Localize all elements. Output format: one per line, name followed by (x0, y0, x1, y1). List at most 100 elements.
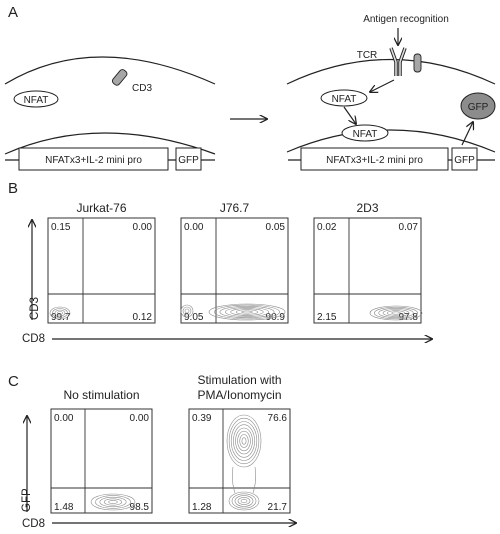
contour-ring (99, 496, 127, 508)
bridge-contour (232, 466, 256, 494)
plot-frame (47, 217, 156, 324)
contour-ring (54, 309, 66, 317)
quadrant-upper-right: 0.00 (130, 413, 150, 424)
plot-title-line1: Stimulation with (197, 373, 281, 387)
contour-ring (241, 310, 253, 314)
quadrant-upper-right: 0.07 (399, 222, 419, 233)
antigen-label: Antigen recognition (363, 14, 449, 25)
contour-ring (49, 306, 71, 320)
cd3-receptor (111, 69, 128, 86)
quadrant-lower-left: 9.05 (184, 312, 204, 323)
plot-frame (50, 408, 153, 514)
population-cluster (369, 305, 423, 321)
quadrant-upper-left: 0.00 (54, 413, 74, 424)
contour-ring (240, 498, 248, 504)
quadrant-upper-left: 0.00 (184, 222, 204, 233)
tcr-label: TCR (357, 50, 378, 61)
panel-c-y-label: GFP (21, 488, 33, 512)
construct-label: NFATx3+IL-2 mini pro (45, 155, 142, 166)
cd3-receptor-active (413, 53, 422, 73)
contour-ring (234, 495, 254, 507)
plot-title: No stimulation (63, 388, 139, 402)
contour-ring (378, 307, 414, 318)
plot-title-line2: PMA/Ionomycin (197, 388, 281, 402)
panel-c-letter: C (8, 373, 19, 390)
contour-ring (230, 421, 258, 461)
contour-ring (231, 493, 257, 509)
contour-ring (214, 304, 280, 320)
quadrant-upper-left: 0.39 (192, 413, 212, 424)
nfat-cytoplasm-active (320, 89, 368, 107)
population-cluster-minor (180, 304, 194, 318)
cell-membrane-active (286, 59, 496, 85)
panel-b-y-label: CD3 (29, 297, 41, 320)
resting-cell: NFAT CD3 NFATx3+IL-2 mini pro GFP (4, 56, 216, 171)
contour-ring (239, 434, 249, 448)
contour-ring (233, 424, 255, 458)
construct-box-active (300, 147, 449, 171)
nfat-label: NFAT (24, 95, 49, 106)
contour-ring (237, 497, 251, 505)
quadrant-upper-left: 0.02 (317, 222, 337, 233)
gfp-protein (460, 92, 496, 120)
cell-membrane (4, 56, 216, 85)
panel-b-x-label: CD8 (22, 333, 45, 345)
panel-a-letter: A (8, 4, 18, 21)
nfat-nucleus (341, 124, 389, 142)
contour-ring (382, 309, 410, 317)
contour-ring (373, 306, 418, 320)
contour-ring (219, 305, 275, 318)
quadrant-lower-right: 21.7 (268, 502, 288, 513)
contour-ring (52, 308, 68, 318)
plot-title: Jurkat-76 (76, 201, 126, 215)
panel-b-letter: B (8, 180, 18, 197)
gfp-gene-box (175, 147, 202, 171)
quadrant-upper-right: 76.6 (268, 413, 288, 424)
contour-ring (180, 304, 194, 318)
construct-label-active: NFATx3+IL-2 mini pro (326, 155, 423, 166)
contour-ring (241, 437, 247, 445)
quadrant-lower-left: 2.15 (317, 312, 337, 323)
gfp-negative-cluster (228, 491, 260, 511)
gfp-protein-label: GFP (468, 102, 489, 113)
contour-ring (95, 495, 131, 509)
contour-ring (208, 303, 286, 321)
gfp-gene-box-active (451, 147, 478, 171)
contour-ring (391, 311, 401, 315)
contour-ring (228, 417, 260, 465)
nuclear-membrane (4, 132, 216, 155)
contour-ring (237, 430, 251, 452)
contour-ring (369, 305, 423, 321)
contour-ring (90, 493, 136, 511)
plot-title: 2D3 (356, 201, 378, 215)
gfp-plot-1: 0.39 76.6 1.28 21.7 (188, 408, 291, 514)
quadrant-lower-left: 1.28 (192, 502, 212, 513)
plot-frame (188, 408, 291, 514)
population-cluster (49, 306, 71, 320)
quadrant-upper-left: 0.15 (51, 222, 71, 233)
population-cluster (90, 493, 136, 511)
gfp-gene-label-active: GFP (454, 155, 475, 166)
activated-cell: Antigen recognition TCR NFAT NFAT NFATx3… (286, 14, 496, 171)
plot-title: J76.7 (220, 201, 250, 215)
contour-ring (235, 309, 259, 315)
signal-arrow (370, 79, 395, 92)
quadrant-upper-right: 0.05 (266, 222, 286, 233)
contour-ring (230, 308, 264, 316)
contour-ring (226, 414, 262, 468)
construct-box (18, 147, 169, 171)
contour-ring (225, 307, 270, 317)
contour-ring (57, 311, 63, 315)
nfat-cytoplasm (13, 90, 59, 108)
contour-ring (103, 498, 123, 506)
contour-ring (182, 306, 192, 316)
quadrant-upper-right: 0.00 (133, 222, 153, 233)
quadrant-lower-left: 1.48 (54, 502, 74, 513)
